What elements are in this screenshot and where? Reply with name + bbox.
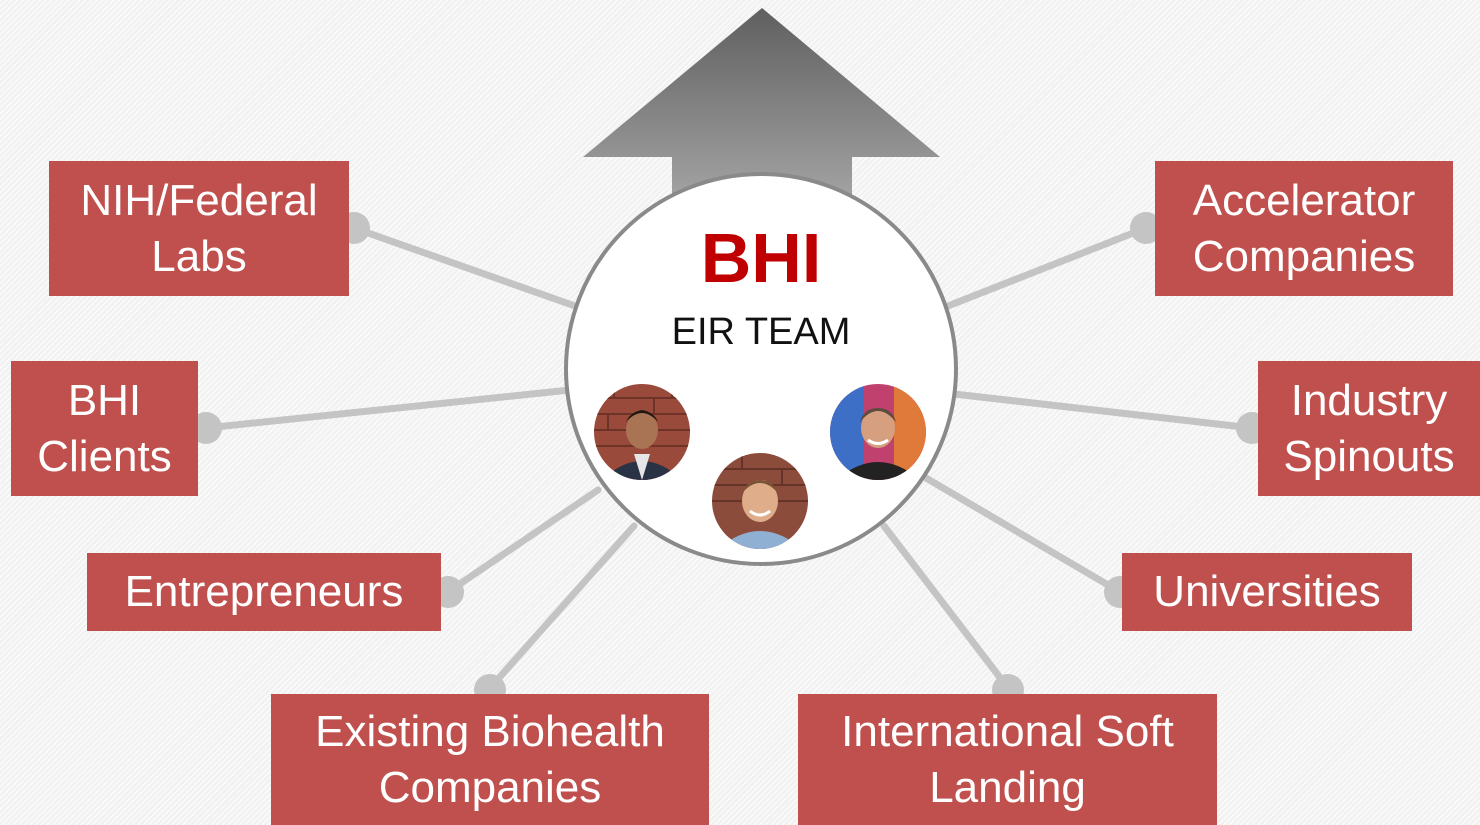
connector-accelerator xyxy=(944,224,1150,310)
node-label: Accelerator Companies xyxy=(1192,175,1416,281)
connector-entrepreneurs xyxy=(444,486,602,596)
node-bhi-clients: BHI Clients xyxy=(11,361,198,496)
node-nih-federal-labs: NIH/Federal Labs xyxy=(49,161,349,296)
connector-existing-biohealth xyxy=(486,522,638,692)
hub-title: BHI xyxy=(700,219,822,297)
connectors xyxy=(202,224,1256,692)
node-label: BHI Clients xyxy=(37,375,172,481)
connector-industry-spinouts xyxy=(950,390,1256,432)
team-photo-3 xyxy=(830,384,926,480)
team-photo-1 xyxy=(594,384,690,480)
node-label: NIH/Federal Labs xyxy=(80,175,318,281)
node-accelerator-companies: Accelerator Companies xyxy=(1155,161,1453,296)
node-label: International Soft Landing xyxy=(841,706,1174,812)
team-photo-2 xyxy=(712,453,808,549)
dot-accelerator xyxy=(1130,212,1162,244)
connector-bhi-clients xyxy=(202,386,574,432)
node-label: Entrepreneurs xyxy=(124,567,404,616)
dot-bhi-clients xyxy=(190,412,222,444)
node-label: Universities xyxy=(1153,567,1381,616)
connector-universities xyxy=(922,474,1124,596)
node-intl-soft-landing: International Soft Landing xyxy=(798,694,1217,825)
node-label: Industry Spinouts xyxy=(1283,375,1455,481)
up-arrow xyxy=(583,8,940,250)
connector-intl-soft-landing xyxy=(880,522,1012,692)
node-entrepreneurs: Entrepreneurs xyxy=(87,553,441,631)
connector-nih xyxy=(350,224,579,310)
hub-subtitle: EIR TEAM xyxy=(671,311,851,353)
node-industry-spinouts: Industry Spinouts xyxy=(1258,361,1480,496)
node-label: Existing Biohealth Companies xyxy=(315,706,665,812)
node-existing-biohealth: Existing Biohealth Companies xyxy=(271,694,709,825)
node-universities: Universities xyxy=(1122,553,1412,631)
